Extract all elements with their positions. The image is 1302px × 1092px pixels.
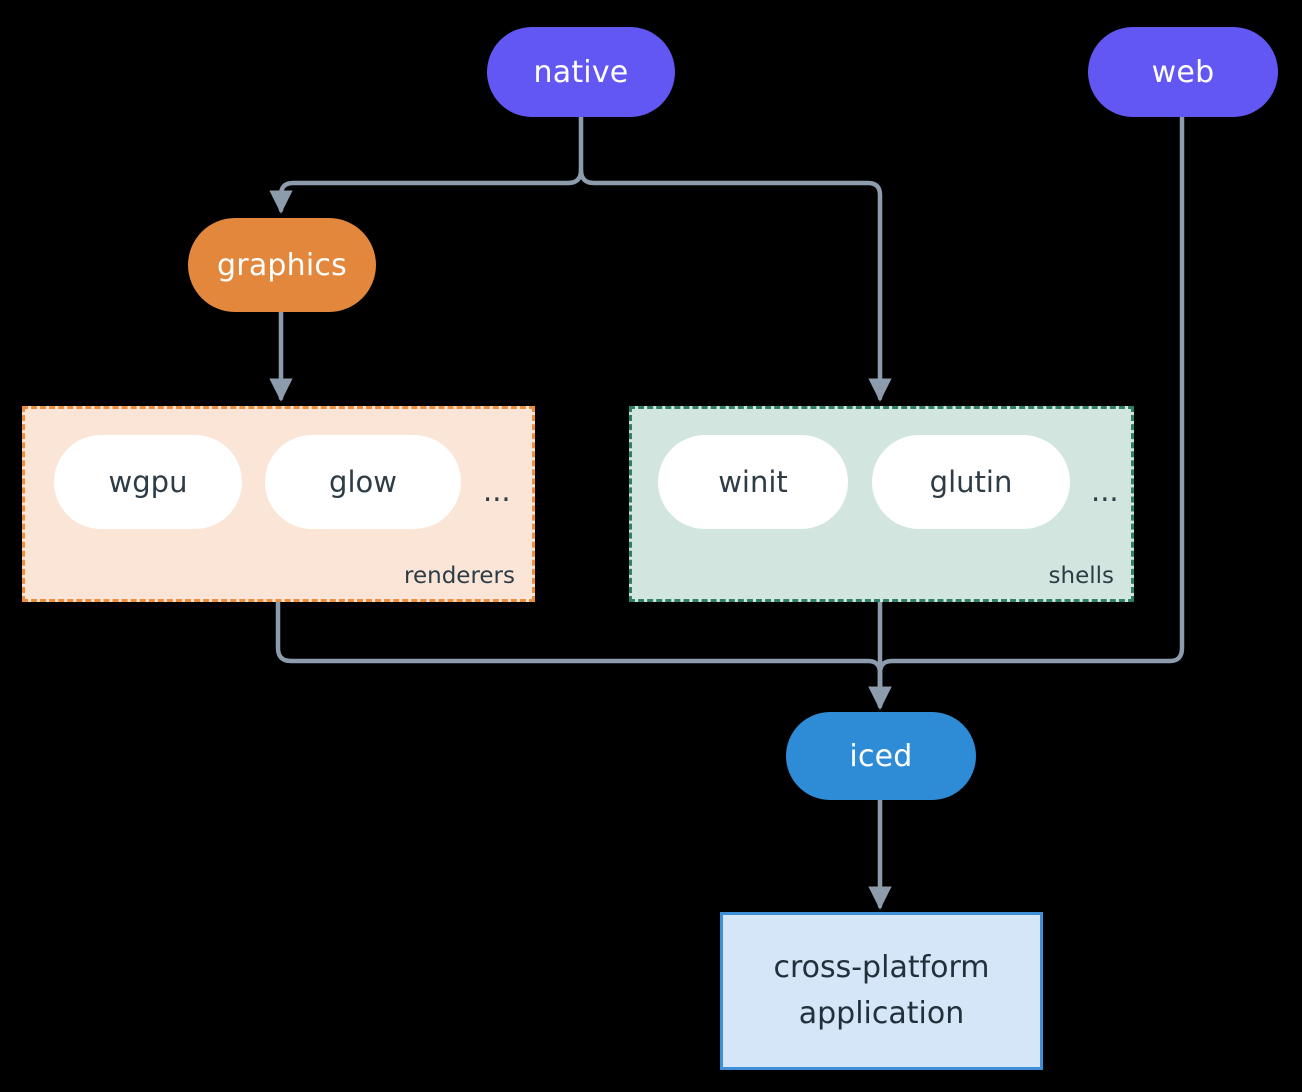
node-application-line1: cross-platform — [773, 949, 990, 985]
edge-native-shells — [578, 167, 892, 402]
edge-renderers-iced — [275, 599, 892, 710]
group-renderers-label: renderers — [404, 563, 515, 589]
group-renderers: wgpu glow ... renderers — [22, 406, 535, 602]
group-shells: winit glutin ... shells — [629, 406, 1134, 602]
shells-more-ellipsis: ... — [1091, 474, 1119, 508]
node-iced-label: iced — [849, 738, 913, 774]
leaf-wgpu-label: wgpu — [108, 465, 188, 499]
leaf-glutin[interactable]: glutin — [872, 435, 1070, 529]
node-native[interactable]: native — [487, 27, 675, 117]
leaf-glow[interactable]: glow — [265, 435, 461, 529]
node-iced[interactable]: iced — [786, 712, 976, 800]
node-web-label: web — [1151, 54, 1215, 90]
edge-native-bus — [269, 114, 584, 214]
group-shells-label: shells — [1048, 563, 1114, 589]
node-application-line2: application — [798, 996, 965, 1031]
leaf-winit[interactable]: winit — [658, 435, 848, 529]
renderers-more-ellipsis: ... — [483, 474, 511, 508]
leaf-glow-label: glow — [329, 465, 397, 499]
node-graphics[interactable]: graphics — [188, 218, 376, 312]
leaf-winit-label: winit — [718, 465, 788, 499]
leaf-glutin-label: glutin — [929, 465, 1013, 499]
node-application[interactable]: cross-platform application — [720, 912, 1043, 1070]
leaf-wgpu[interactable]: wgpu — [54, 435, 242, 529]
node-web[interactable]: web — [1088, 27, 1278, 117]
node-native-label: native — [533, 54, 629, 90]
node-graphics-label: graphics — [217, 247, 347, 283]
